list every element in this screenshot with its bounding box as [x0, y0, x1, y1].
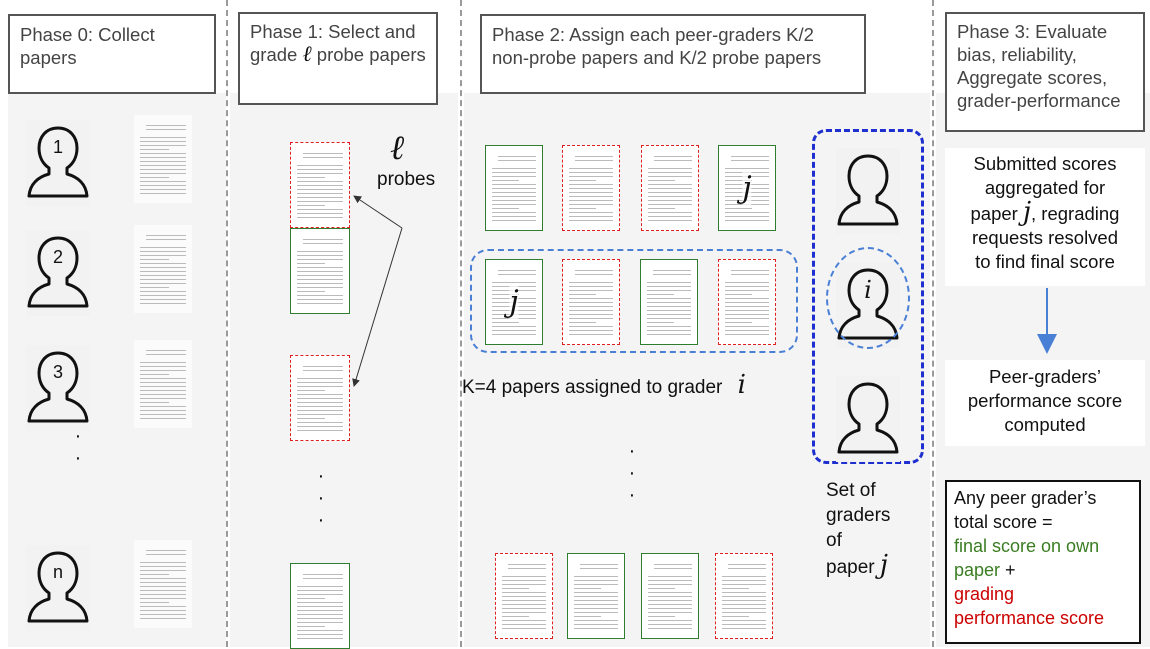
total-line3: final score on own [954, 536, 1100, 556]
aggregate-line2: aggregated for [984, 177, 1106, 198]
grader-n-avatar: n [26, 545, 90, 631]
phase2-paper-7-nonprobe [640, 259, 698, 345]
grader-i-assignment-box [470, 249, 798, 353]
phase1-ellipsis: ··· [317, 465, 325, 531]
phase1-paper-2-nonprobe [290, 228, 350, 314]
set-grader-3-avatar [836, 376, 900, 462]
probes-ell-symbol: ℓ [390, 128, 405, 168]
phase2-paper-9-probe [495, 553, 553, 639]
phase2-paper-2-probe [562, 145, 620, 231]
grader-n-paper [134, 540, 192, 628]
total-plus: + [1000, 560, 1016, 580]
phase2-paper-8-probe [718, 259, 776, 345]
aggregate-box [945, 148, 1145, 286]
aggregate-line1: Submitted scores [973, 153, 1117, 174]
total-line5: grading [954, 584, 1015, 604]
grader-2-avatar: 2 [26, 230, 90, 316]
total-score-text: Any peer grader’s total score = final sc… [954, 486, 1140, 630]
phase1-ell-symbol: ℓ [302, 42, 312, 67]
performance-box [945, 360, 1145, 446]
phase1-paper-3-probe [290, 355, 350, 441]
person-silhouette [27, 236, 89, 308]
grader-number: 1 [52, 137, 63, 157]
phase2-header: Phase 2: Assign each peer-graders K/2 no… [480, 14, 866, 94]
phase2-title: Phase 2: Assign each peer-graders K/2 no… [492, 24, 822, 68]
phase1-title-a: Phase 1: Select and grade [250, 21, 416, 65]
total-score-box [945, 480, 1141, 644]
phase2-paper-12-probe [715, 553, 773, 639]
performance-line3: computed [1004, 414, 1086, 435]
separator-2 [460, 0, 462, 647]
grader-number: 2 [52, 247, 63, 267]
paper-mark-j: j [509, 284, 519, 320]
person-silhouette [837, 154, 899, 226]
aggregate-line5: to find final score [975, 251, 1115, 272]
graders-set-line3: of [826, 530, 842, 551]
phase1-title-b: probe papers [316, 44, 426, 65]
phase2-paper-5-nonprobe: j [485, 259, 543, 345]
aggregate-line4: requests resolved [971, 227, 1119, 248]
person-silhouette [837, 382, 899, 454]
total-line2: total score = [954, 512, 1053, 532]
arrow-to-probe-top [353, 195, 403, 229]
phase2-paper-10-nonprobe [567, 553, 625, 639]
aggregate-line3b: , regrading [1031, 203, 1120, 224]
grader-1-paper [134, 115, 192, 203]
grader-1-avatar: 1 [26, 120, 90, 206]
graders-of-paper-j-box [812, 129, 924, 464]
assignment-caption: K=4 papers assigned to grader i [462, 370, 746, 400]
paper-mark-j: j [742, 170, 752, 206]
phase1-header: Phase 1: Select and grade ℓ probe papers [238, 12, 438, 105]
total-line6: performance score [954, 608, 1105, 628]
graders-set-symbol: j [879, 550, 888, 580]
separator-1 [226, 0, 228, 647]
total-line1: Any peer grader’s [954, 488, 1097, 508]
phase0-header: Phase 0: Collect papers [8, 14, 216, 94]
grader-number: 3 [52, 362, 63, 382]
performance-text: Peer-graders’ performance score computed [945, 365, 1145, 437]
separator-3 [932, 0, 934, 647]
grader-i-highlight [826, 247, 910, 349]
performance-line1: Peer-graders’ [988, 366, 1102, 387]
phase2-ellipsis: ··· [628, 440, 636, 506]
arrow-to-probe-bottom [352, 227, 403, 387]
graders-set-label: Set of graders of paper j [826, 478, 890, 580]
person-silhouette [27, 126, 89, 198]
graders-set-line4: paper [826, 557, 875, 578]
graders-set-line1: Set of [826, 480, 876, 501]
phase3-header: Phase 3: Evaluate bias, reliability, Agg… [945, 12, 1145, 132]
probes-label: probes [377, 169, 436, 190]
person-silhouette [27, 551, 89, 623]
grader-number: n [52, 562, 63, 582]
total-line4: paper [954, 560, 1001, 580]
aggregate-symbol: j [1022, 197, 1032, 227]
phase0-title: Phase 0: Collect papers [20, 24, 155, 68]
phase2-paper-6-probe [562, 259, 620, 345]
phase1-paper-4-nonprobe [290, 563, 350, 649]
phase1-paper-1-probe [290, 142, 350, 228]
graders-set-line2: graders [826, 505, 891, 526]
person-silhouette [27, 351, 89, 423]
phase2-paper-11-nonprobe [641, 553, 699, 639]
grader-3-avatar: 3 [26, 345, 90, 431]
aggregate-line3a: paper [970, 203, 1018, 224]
aggregate-text: Submitted scores aggregated for paper j,… [945, 152, 1145, 274]
phase2-paper-3-probe [641, 145, 699, 231]
grader-2-paper [134, 225, 192, 313]
phase3-title: Phase 3: Evaluate bias, reliability, Agg… [957, 21, 1121, 111]
phase2-paper-4-nonprobe: j [718, 145, 776, 231]
set-grader-1-avatar [836, 148, 900, 234]
performance-line2: performance score [967, 390, 1123, 411]
phase0-ellipsis: ·· [74, 425, 82, 469]
grader-3-paper [134, 340, 192, 428]
phase2-paper-1-nonprobe [485, 145, 543, 231]
assignment-caption-text: K=4 papers assigned to grader [462, 377, 723, 398]
assignment-symbol: i [737, 370, 746, 400]
